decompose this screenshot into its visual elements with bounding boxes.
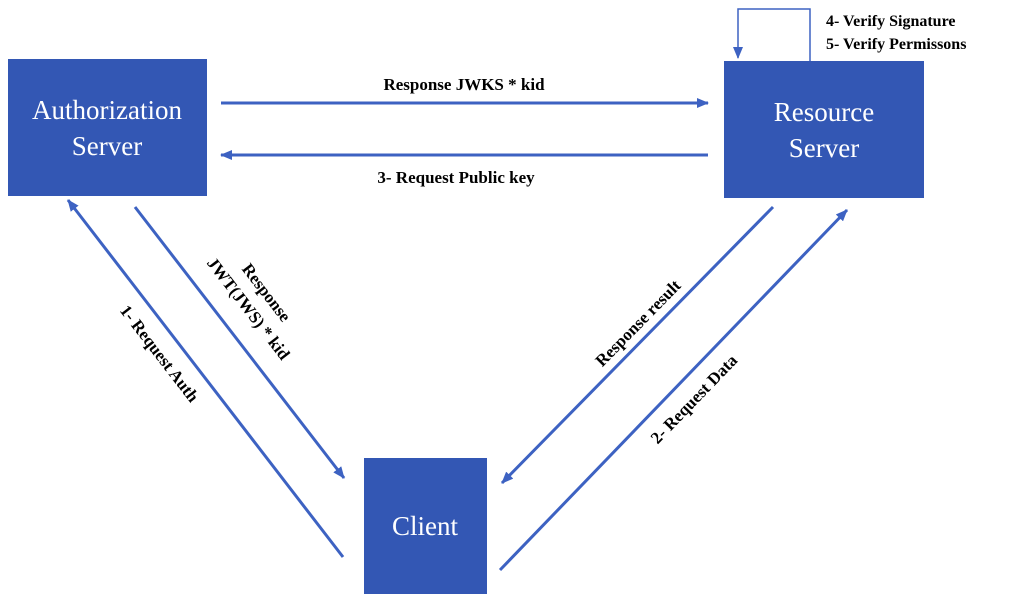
self-loop-arrow	[733, 8, 811, 61]
label-response-result: Response result	[592, 276, 685, 371]
label-response-jwks: Response JWKS * kid	[383, 75, 545, 94]
arrow-response-jwt	[133, 206, 346, 479]
resource-server-label-line1: Resource	[774, 97, 874, 127]
authorization-server-label-line1: Authorization	[32, 95, 182, 125]
arrow-response-result	[500, 205, 775, 485]
authorization-server-node: Authorization Server	[8, 59, 207, 196]
label-request-data: 2- Request Data	[647, 350, 742, 447]
resource-server-box	[724, 61, 924, 198]
arrow-request-data	[498, 208, 849, 572]
label-request-public-key: 3- Request Public key	[377, 168, 535, 187]
verify-permissions-note: 5- Verify Permissons	[826, 36, 966, 53]
resource-server-label-line2: Server	[789, 133, 859, 163]
resource-server-node: Resource Server	[724, 61, 924, 198]
authorization-server-label-line2: Server	[72, 131, 142, 161]
arrow-request-auth	[66, 199, 345, 558]
client-box	[364, 458, 487, 594]
client-node: Client	[364, 458, 487, 594]
verify-signature-note: 4- Verify Signature	[826, 13, 955, 30]
client-label: Client	[392, 511, 458, 541]
authorization-server-box	[8, 59, 207, 196]
